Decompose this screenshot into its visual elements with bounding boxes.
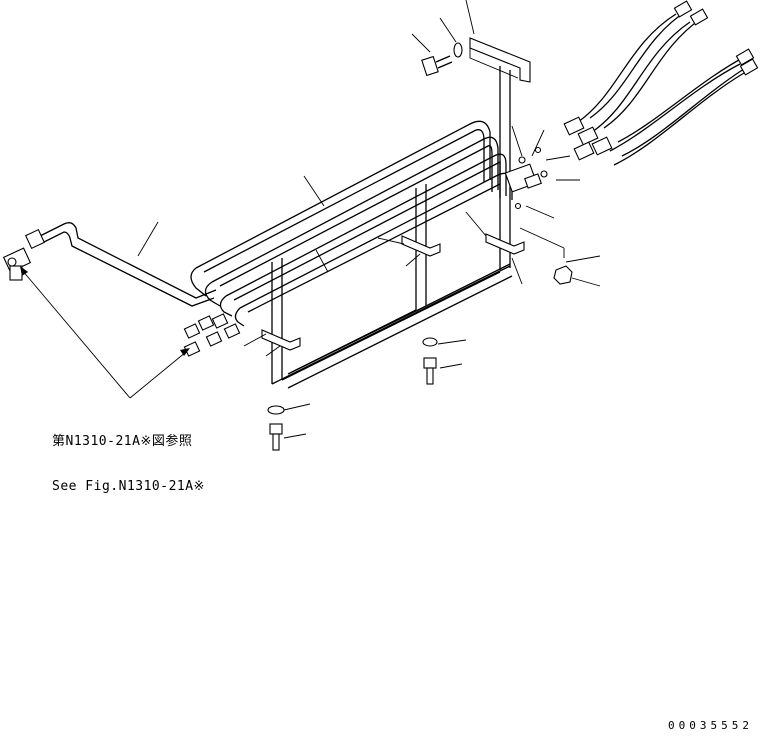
leader-lines [20, 0, 601, 439]
bottom-washer-bolt-left [267, 405, 285, 451]
hose-bundle [563, 0, 759, 166]
reference-note-en: See Fig.N1310-21A※ [52, 479, 205, 494]
reference-note-jp: 第N1310-21A※図参照 [52, 434, 193, 449]
left-pipe [24, 222, 217, 307]
bottom-washer-bolt-right [422, 337, 438, 385]
top-bolt [421, 42, 463, 77]
nut [553, 265, 573, 285]
left-elbow-fitting [2, 247, 32, 281]
reference-note: 第N1310-21A※図参照 See Fig.N1310-21A※ [52, 404, 205, 509]
pipe-bundle [190, 120, 513, 327]
drawing-code: 00035552 [668, 719, 753, 732]
clamps [261, 233, 525, 351]
junction-block [504, 146, 548, 210]
pipe-end-fittings [183, 313, 241, 357]
support-frame [271, 184, 513, 389]
